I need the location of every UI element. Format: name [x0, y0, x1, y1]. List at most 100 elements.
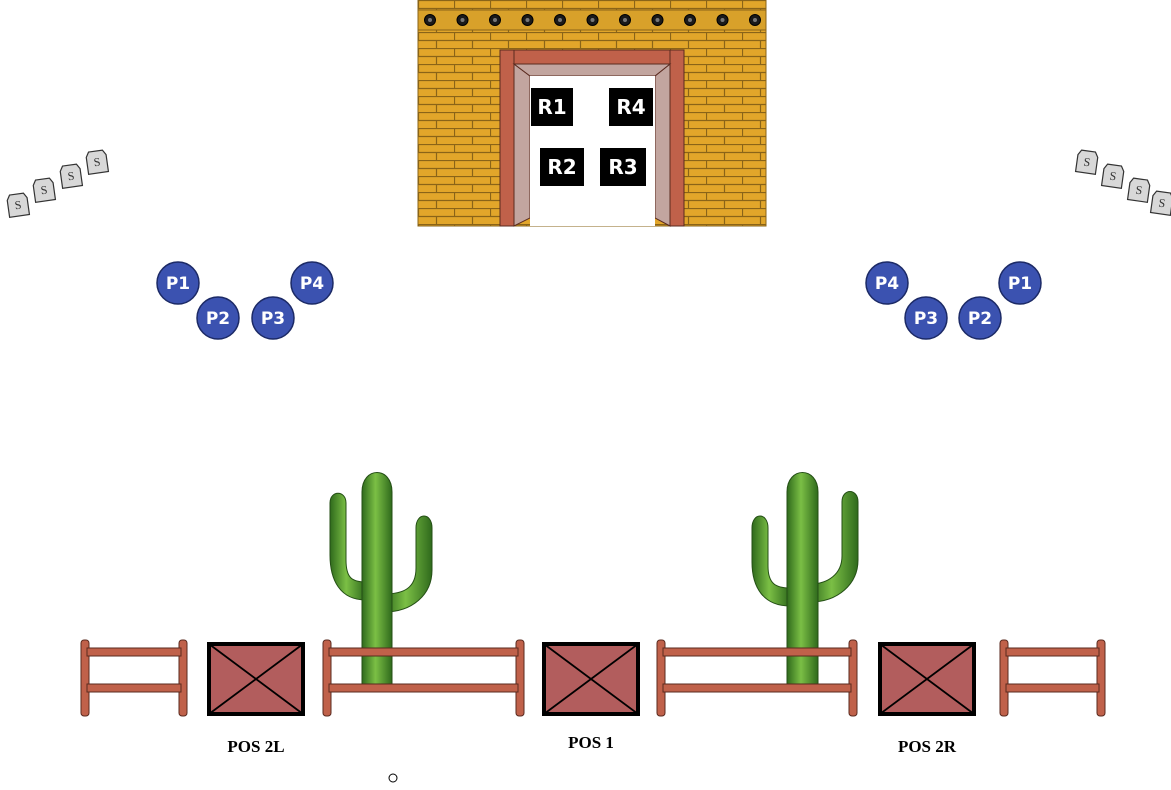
player-label: P4	[300, 274, 324, 294]
door-marker-r3: R3	[600, 148, 646, 186]
fence-rail	[328, 647, 519, 657]
fence-post	[848, 639, 858, 717]
tombstone-shape	[1100, 163, 1125, 189]
fence-rail	[662, 647, 852, 657]
player-p2-left[interactable]: P2	[196, 296, 240, 340]
player-group-right: P4 P3 P2 P1	[865, 261, 1042, 340]
tombstone-shape	[1126, 177, 1151, 203]
fence-rail	[1005, 683, 1100, 693]
door-marker-r1: R1	[531, 88, 573, 126]
tombstones-left: S S S S	[6, 149, 110, 218]
player-label: P3	[914, 309, 938, 329]
player-p3-right[interactable]: P3	[904, 296, 948, 340]
fence-post	[80, 639, 90, 717]
tombstone-label: S	[40, 183, 49, 198]
beam-end-core	[558, 18, 562, 22]
beam-end-core	[720, 18, 725, 22]
door-marker-box	[540, 148, 584, 186]
tombstone: S	[6, 192, 31, 218]
fence-rail	[86, 647, 182, 657]
player-marker	[251, 296, 295, 340]
tombstone-label: S	[93, 155, 102, 170]
position-label: POS 2L	[227, 737, 284, 756]
fence-rail	[1005, 647, 1100, 657]
cactus-arm-left	[751, 515, 791, 607]
fence-post	[999, 639, 1009, 717]
tombstone: S	[32, 177, 57, 203]
door-jamb-right	[654, 62, 671, 227]
beam-end-core	[493, 18, 497, 22]
cactus-trunk	[361, 472, 393, 689]
player-label: P4	[875, 274, 899, 294]
crate-cross	[879, 643, 975, 715]
door-marker-label: R4	[616, 95, 645, 119]
player-marker	[290, 261, 334, 305]
player-p1-right[interactable]: P1	[998, 261, 1042, 305]
beam-end-core	[428, 18, 432, 22]
cactus-right	[751, 472, 859, 689]
fence-row	[80, 639, 1106, 717]
fence-post	[322, 639, 332, 717]
door-marker-box	[609, 88, 653, 126]
tombstone: S	[85, 149, 110, 175]
position-label: POS 1	[568, 733, 614, 752]
door-frame-top	[499, 49, 685, 65]
fence-section	[999, 639, 1106, 717]
door-marker-r4: R4	[609, 88, 653, 126]
player-label: P2	[206, 309, 230, 329]
player-label: P1	[166, 274, 190, 294]
position-1[interactable]: POS 1	[542, 642, 640, 752]
player-p1-left[interactable]: P1	[156, 261, 200, 305]
fence-rail	[662, 683, 852, 693]
beam-end-core	[753, 18, 757, 22]
tombstone-shape	[6, 192, 31, 218]
cactus-arm-right	[383, 515, 433, 613]
player-p4-left[interactable]: P4	[290, 261, 334, 305]
fence-rail	[86, 683, 182, 693]
tombstone-label: S	[14, 198, 23, 213]
tombstone-label: S	[67, 169, 76, 184]
player-label: P2	[968, 309, 992, 329]
player-p3-left[interactable]: P3	[251, 296, 295, 340]
door-marker-label: R1	[537, 95, 566, 119]
position-2r[interactable]: POS 2R	[878, 642, 976, 756]
player-marker	[958, 296, 1002, 340]
door-marker-box	[600, 148, 646, 186]
cactus-arm-left	[329, 492, 367, 601]
tombstone-shape	[32, 177, 57, 203]
small-circle-marker	[388, 773, 398, 783]
door-frame-right	[669, 49, 685, 227]
player-marker	[998, 261, 1042, 305]
tombstones-right: S S S S	[1074, 149, 1171, 216]
door-lintel-inner	[512, 63, 672, 77]
position-2l[interactable]: POS 2L	[207, 642, 305, 756]
beam-end-core	[590, 18, 595, 22]
position-label: POS 2R	[898, 737, 957, 756]
door-jamb-left	[513, 63, 531, 227]
beam-end-core	[460, 18, 465, 22]
tombstone: S	[59, 163, 84, 189]
tombstone: S	[1100, 163, 1125, 189]
tombstone-shape	[1074, 149, 1099, 175]
fence-section	[322, 639, 525, 717]
fence-post	[656, 639, 666, 717]
player-marker	[904, 296, 948, 340]
tombstone-label: S	[1083, 155, 1092, 170]
tombstone-label: S	[1135, 183, 1144, 198]
player-p2-right[interactable]: P2	[958, 296, 1002, 340]
adobe-building: R1 R4 R2 R3	[417, 0, 767, 227]
player-marker	[156, 261, 200, 305]
fence-post	[515, 639, 525, 717]
fence-post	[1096, 639, 1106, 717]
player-marker	[865, 261, 909, 305]
tombstone-shape	[85, 149, 110, 175]
player-marker	[196, 296, 240, 340]
door-frame-left	[499, 49, 515, 227]
tombstone-shape	[1149, 190, 1171, 216]
crate-cross	[208, 643, 304, 715]
tombstone: S	[1074, 149, 1099, 175]
roof-beams	[424, 14, 761, 26]
player-p4-right[interactable]: P4	[865, 261, 909, 305]
door-marker-label: R3	[608, 155, 637, 179]
